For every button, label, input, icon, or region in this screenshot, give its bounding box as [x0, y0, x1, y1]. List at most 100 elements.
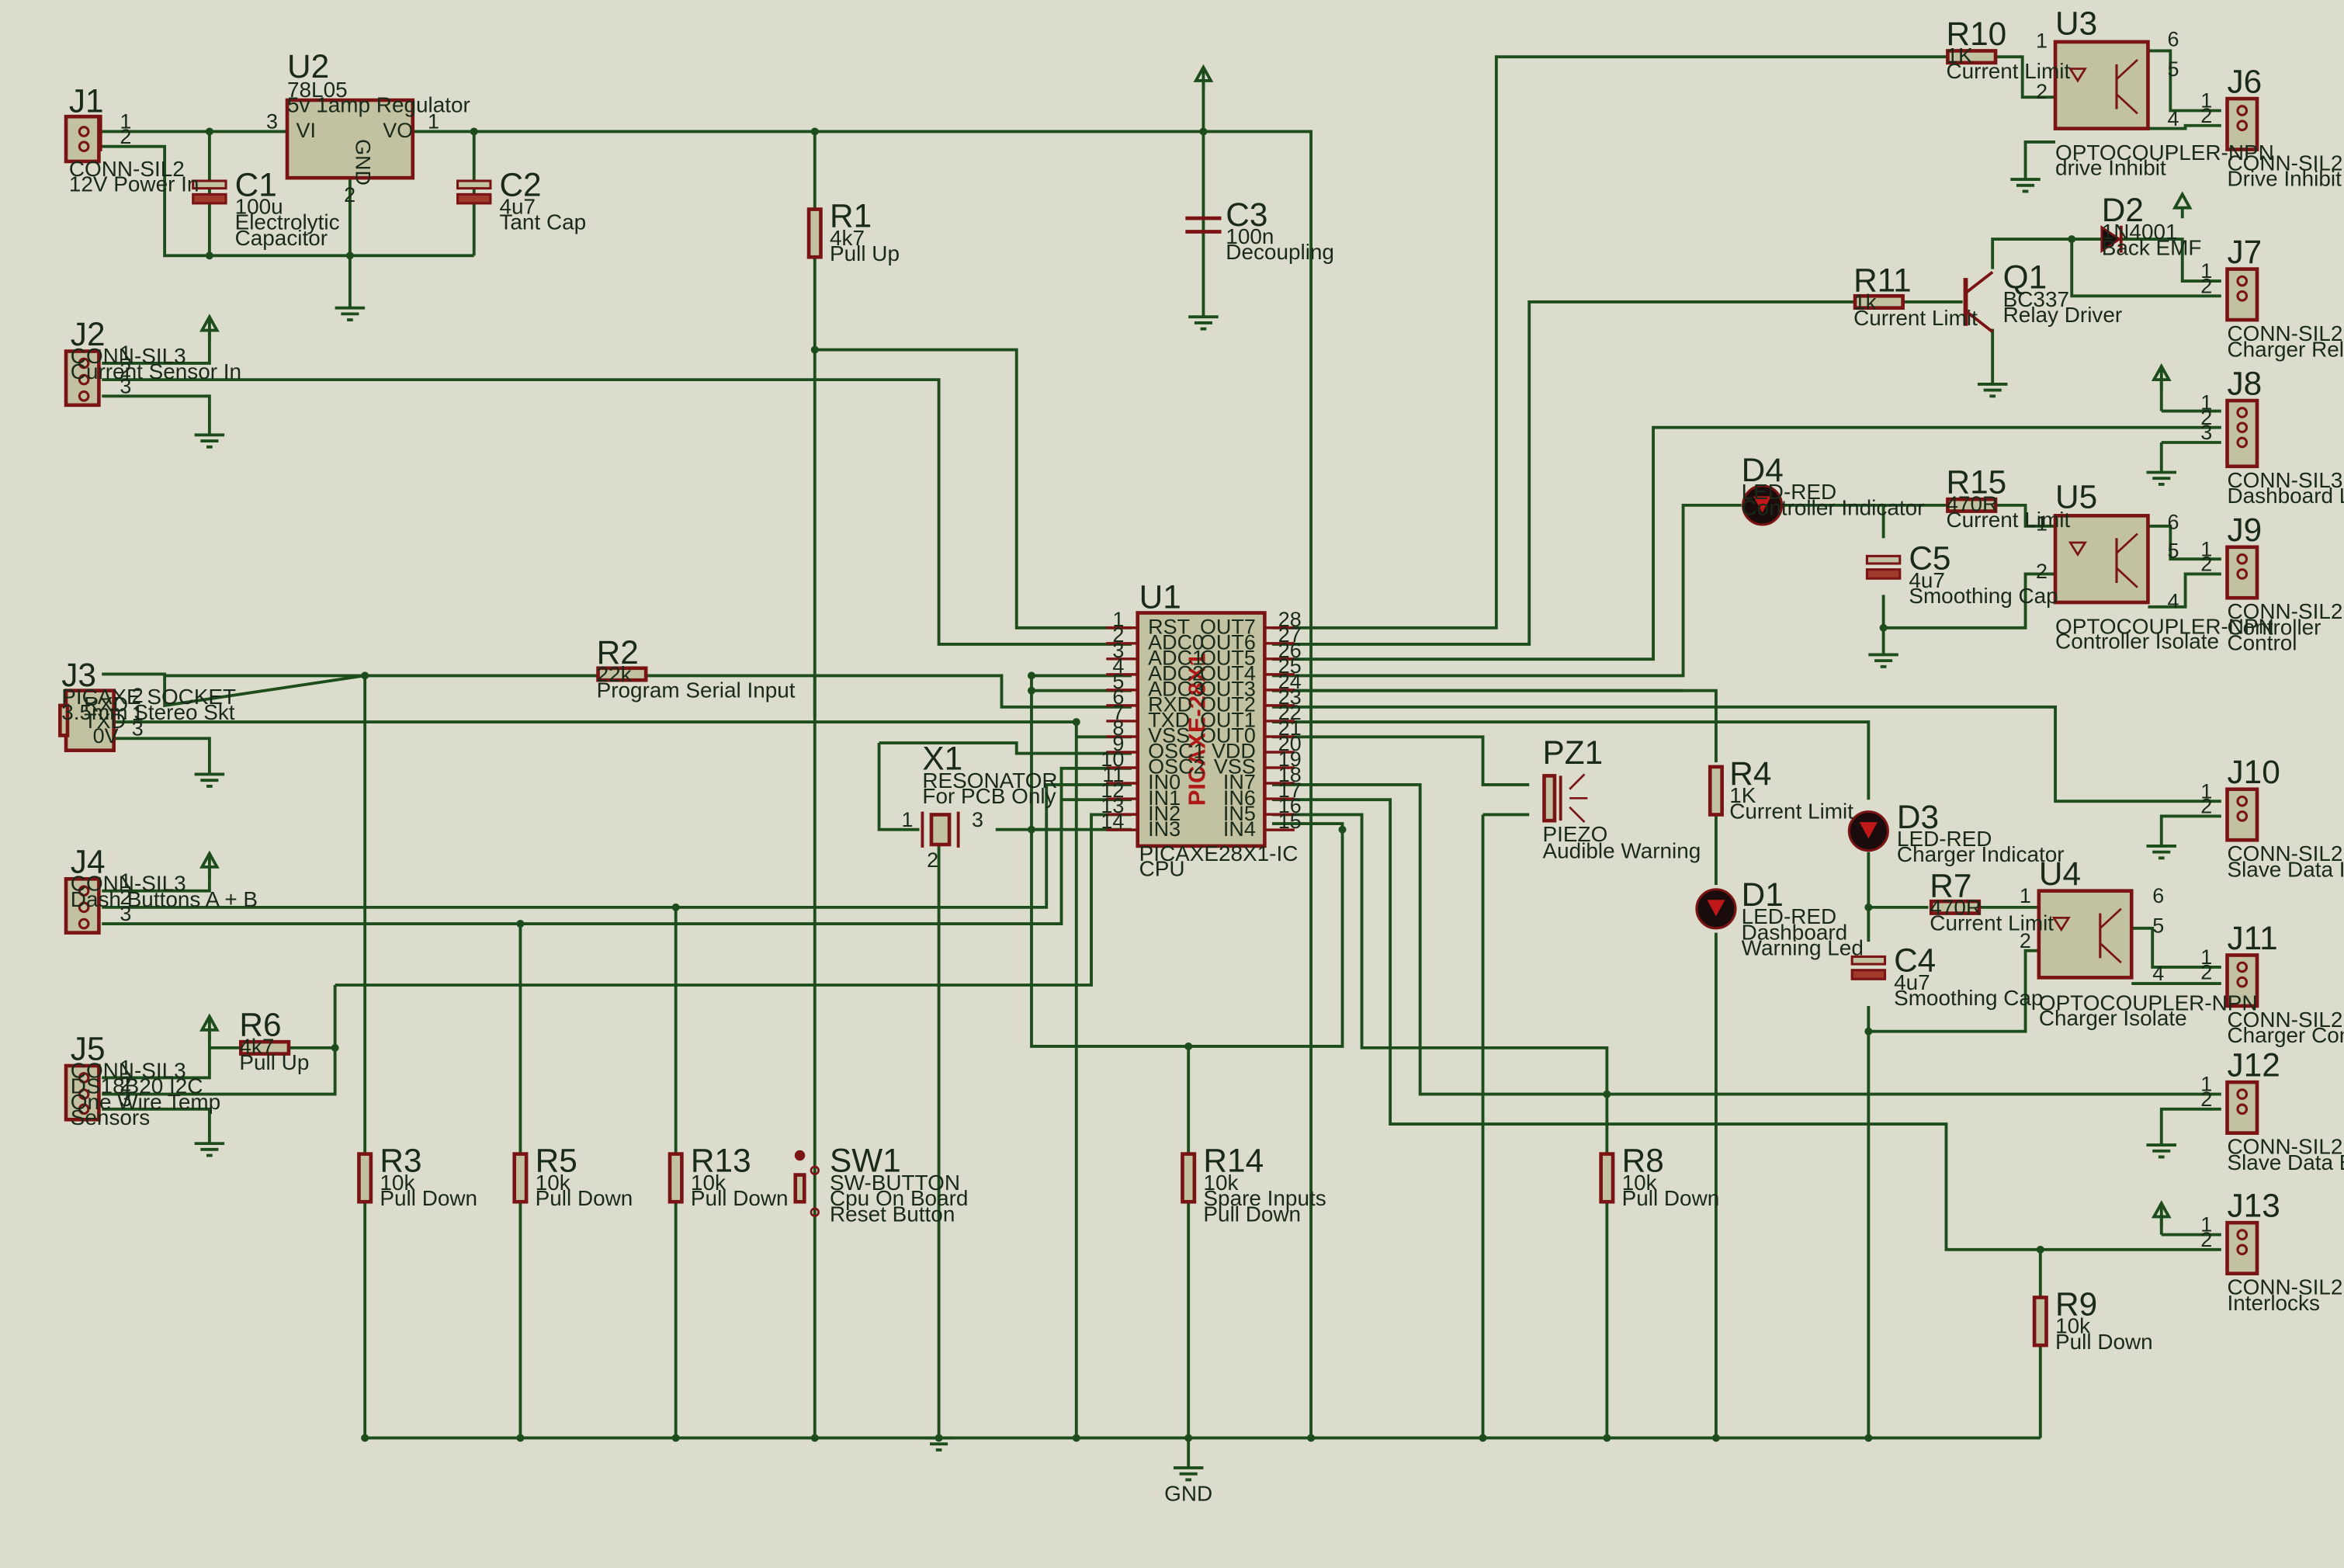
cpu-pin-name: ADC1	[1148, 647, 1204, 670]
cpu-pin-name: IN3	[1148, 817, 1181, 841]
pin-number: 3	[120, 1088, 131, 1111]
pin-number: 3	[266, 110, 278, 134]
j7-desc-line: Charger Relay	[2228, 337, 2344, 361]
j9-desc-line: CONN-SIL2	[2228, 599, 2343, 623]
pin-number: 2	[120, 125, 131, 148]
wire	[102, 984, 337, 1096]
cpu-pin-name: OSC2	[1148, 755, 1205, 779]
u2-desc-line: 78L05	[287, 78, 348, 102]
r4-ref-label: R4	[1729, 755, 1771, 792]
pin-socket	[78, 140, 90, 153]
cap-plate	[192, 193, 227, 205]
junction-dot	[361, 1434, 369, 1442]
wire	[2159, 814, 2221, 846]
j10-desc-line: CONN-SIL2	[2228, 841, 2343, 866]
pin-number: 2	[2200, 553, 2212, 576]
wire	[1996, 55, 2056, 99]
q1-ref-label: Q1	[2003, 259, 2048, 296]
opto-transistor	[2116, 59, 2138, 81]
d3-desc-line: LED-RED	[1897, 827, 1992, 851]
r4-resistor-body	[1708, 765, 1724, 817]
opto-body	[2053, 514, 2150, 605]
wire	[1868, 949, 2039, 1033]
pin-socket	[2236, 1244, 2249, 1256]
cpu-pin-name: OUT6	[1200, 630, 1256, 654]
j4-ref-label: J4	[71, 844, 106, 880]
wire	[1272, 720, 1871, 800]
r13-resistor-body	[667, 1152, 684, 1204]
d4-desc-line: Controller Indicator	[1742, 495, 1925, 519]
d4-desc-line: LED-RED	[1742, 480, 1837, 504]
r10-desc-line: 1K	[1946, 43, 1973, 68]
pin-number: 2	[120, 886, 131, 909]
u4-desc-line: Charger Isolate	[2039, 1006, 2187, 1030]
pz1-desc-line: PIEZO	[1543, 822, 1608, 846]
cpu-pin-name: OUT1	[1200, 709, 1256, 732]
pin-number: 2	[2200, 795, 2212, 818]
c1-desc-line: Electrolytic	[235, 210, 340, 234]
cpu-pin-number: 10	[1101, 748, 1124, 771]
c1-desc-line: Capacitor	[235, 226, 328, 250]
wire	[102, 394, 211, 435]
c4-capacitor	[1850, 955, 1887, 980]
u1-desc-line: PICAXE28X1-IC	[1139, 841, 1299, 866]
u2-ref-label: U2	[287, 48, 329, 85]
j10-desc-line: Slave Data Inititate	[2228, 857, 2344, 881]
pin-number: 4	[2167, 107, 2179, 130]
wire	[102, 737, 211, 775]
r11-resistor-body	[1853, 293, 1905, 310]
r7-resistor-body	[1929, 899, 1982, 915]
junction-dot	[205, 252, 213, 260]
components	[58, 40, 2259, 1348]
u1-cpu-body	[1136, 611, 1267, 848]
j6-ref-label: J6	[2228, 63, 2263, 99]
pin-socket	[78, 901, 90, 914]
ground-label: GND	[1164, 1481, 1212, 1505]
junction-dot	[205, 127, 213, 136]
r7-desc-line: 470R	[1930, 895, 1982, 919]
c2-capacitor	[456, 179, 492, 205]
cpu-pin-name: RXD	[1148, 693, 1192, 716]
cpu-pin-number: 5	[1112, 670, 1124, 693]
junction-dot	[810, 345, 819, 354]
wire	[102, 378, 1132, 646]
cpu-pin-name: OUT7	[1200, 615, 1256, 638]
pin-socket	[2236, 290, 2249, 302]
opto-body	[2037, 889, 2134, 980]
junction-dot	[1864, 1027, 1873, 1036]
pz1-wave	[1569, 806, 1586, 824]
u3-optocoupler	[2053, 40, 2150, 130]
power-arrow-icon	[2172, 191, 2193, 219]
cap-plate	[1865, 568, 1902, 580]
r9-desc-line: 10k	[2055, 1314, 2090, 1338]
j3-plug	[58, 703, 70, 737]
cpu-pin-number: 15	[1278, 810, 1302, 833]
cpu-pin-number: 23	[1278, 685, 1302, 709]
cap-plate	[1850, 969, 1887, 980]
r15-desc-line: Current Limit	[1946, 508, 2070, 532]
cpu-pin-number: 3	[1112, 639, 1124, 662]
cpu-pin-name: TXD	[1148, 709, 1190, 732]
pin-number: 1	[120, 110, 131, 134]
junction-dot	[1479, 1434, 1487, 1442]
cpu-pin-number: 7	[1112, 701, 1124, 724]
wire	[2023, 140, 2056, 180]
cpu-pin-name: IN2	[1148, 802, 1181, 825]
wire	[2148, 49, 2221, 113]
pin-number: 3	[2200, 421, 2212, 444]
junction-dot	[2068, 235, 2076, 244]
wire	[1883, 572, 2056, 630]
cpu-pin-number: 1	[1112, 608, 1124, 631]
pin-number: 1	[120, 869, 131, 893]
cpu-pin-name: OUT4	[1200, 662, 1256, 685]
wire	[814, 348, 1132, 630]
j5-desc-line: CONN-SIL3	[71, 1058, 186, 1082]
cpu-pin-number: 2	[1112, 623, 1124, 647]
wire	[102, 783, 1132, 909]
cpu-pin-number: 11	[1102, 763, 1124, 786]
j12-ref-label: J12	[2228, 1046, 2280, 1083]
ground-symbol	[335, 306, 366, 322]
r10-desc-line: Current Limit	[1946, 59, 2070, 83]
cpu-pin-number: 13	[1101, 794, 1124, 817]
j5-desc-line: One Wire Temp	[71, 1090, 220, 1114]
